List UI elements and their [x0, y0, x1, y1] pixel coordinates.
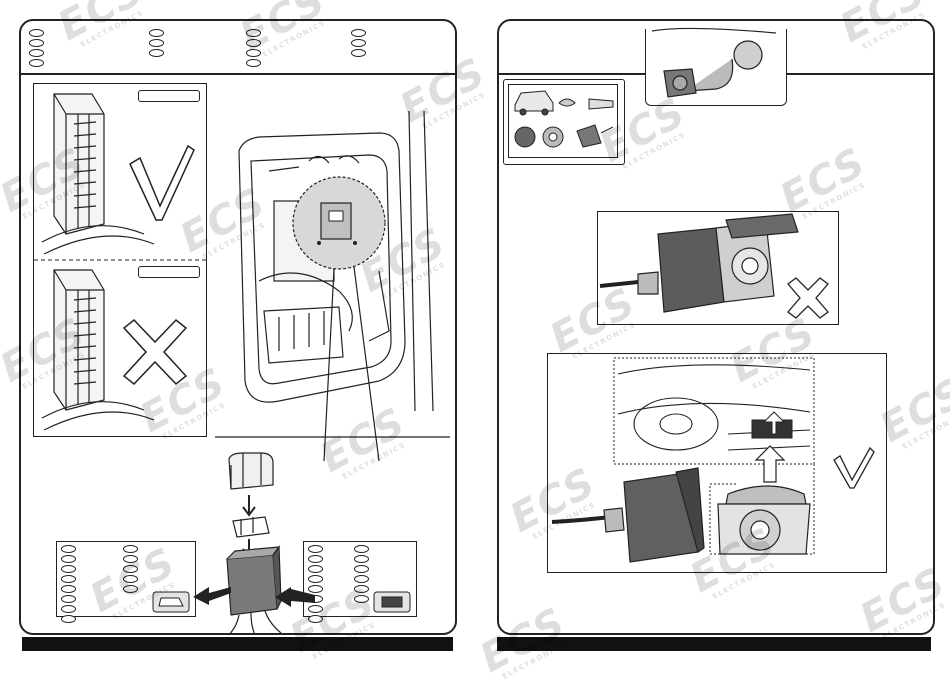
arrow-left-icon [193, 587, 231, 605]
tow-bar-illustration [651, 27, 777, 98]
left-page-footer-bar [22, 637, 453, 651]
fuse-position-legend-right [303, 541, 417, 623]
right-instruction-page [497, 19, 935, 635]
label-box-top [138, 90, 200, 102]
header-ovals-col-2 [149, 29, 164, 57]
legend-left-ovals-a [61, 545, 76, 623]
wrong-socket-panel [597, 211, 839, 325]
socket-adapter-illustration-wrong [599, 213, 799, 313]
overview-illustration [514, 90, 614, 148]
fuse-box-panel [33, 83, 207, 437]
relay-icon [373, 591, 411, 613]
arrow-right-pointer-icon [275, 587, 315, 607]
cross-mark-icon [787, 277, 829, 319]
dashboard-installation-illustration [551, 357, 815, 563]
fuse-box-illustration [34, 93, 206, 431]
left-instruction-page [19, 19, 457, 635]
check-mark-icon [129, 144, 195, 221]
fuse-position-legend-left [56, 541, 196, 623]
vehicle-icon [152, 591, 190, 613]
label-box-bottom [138, 266, 200, 278]
correct-installation-panel [547, 353, 887, 573]
check-mark-icon [833, 446, 875, 489]
header-ovals-col-3 [246, 29, 261, 67]
connection-overview-box [503, 79, 625, 165]
vehicle-fuse-panel-illustration [238, 110, 434, 462]
legend-right-ovals-a [308, 545, 323, 623]
relay-fuse-assembly-illustration [226, 452, 282, 633]
header-ovals-col-1 [29, 29, 44, 67]
header-divider [21, 73, 455, 75]
header-ovals-col-4 [351, 29, 366, 57]
overview-inner-frame [508, 84, 618, 158]
cross-mark-icon [122, 318, 188, 386]
callout-baseline [215, 436, 450, 438]
right-page-footer-bar [497, 637, 931, 651]
tow-bar-tab [645, 27, 787, 106]
legend-right-ovals-b [354, 545, 369, 603]
legend-left-ovals-b [123, 545, 138, 593]
